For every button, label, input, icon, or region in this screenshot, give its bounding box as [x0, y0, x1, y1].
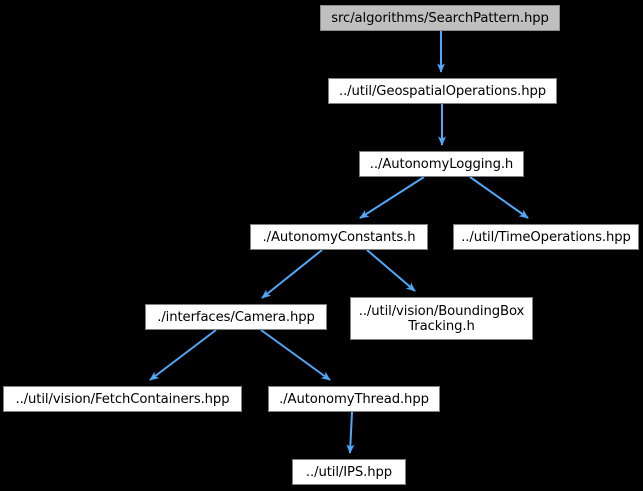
graph-node-autonomy_constants[interactable]: ./AutonomyConstants.h [250, 224, 428, 250]
graph-edge-camera-to-fetch_containers [149, 329, 217, 381]
graph-node-label: ../util/IPS.hpp [305, 464, 393, 480]
graph-edge-autonomy_thread-to-ips [346, 411, 355, 454]
graph-node-label: ../util/vision/FetchContainers.hpp [15, 391, 230, 407]
graph-node-label: ../AutonomyLogging.h [369, 156, 514, 172]
graph-node-autonomy_logging[interactable]: ../AutonomyLogging.h [359, 151, 524, 177]
graph-node-label: ../util/GeospatialOperations.hpp [338, 83, 547, 99]
graph-node-autonomy_thread[interactable]: ./AutonomyThread.hpp [268, 386, 440, 412]
graph-node-geospatial_operations[interactable]: ../util/GeospatialOperations.hpp [328, 78, 557, 104]
graph-edge-autonomy_constants-to-camera [261, 249, 323, 299]
graph-node-search_pattern[interactable]: src/algorithms/SearchPattern.hpp [320, 5, 560, 31]
graph-node-bounding_box_tracking[interactable]: ../util/vision/BoundingBox Tracking.h [350, 297, 533, 340]
graph-node-label: ../util/TimeOperations.hpp [461, 229, 631, 245]
graph-node-camera[interactable]: ./interfaces/Camera.hpp [145, 304, 327, 330]
graph-edge-autonomy_logging-to-autonomy_constants [359, 176, 425, 219]
graph-node-label: ./AutonomyThread.hpp [279, 391, 429, 407]
graph-node-label: src/algorithms/SearchPattern.hpp [331, 10, 549, 26]
graph-edge-autonomy_constants-to-bounding_box_tracking [366, 249, 416, 292]
graph-node-ips[interactable]: ../util/IPS.hpp [292, 459, 406, 485]
graph-node-label: ./AutonomyConstants.h [262, 229, 416, 245]
graph-node-label: ./interfaces/Camera.hpp [157, 309, 315, 325]
graph-node-label: ../util/vision/BoundingBox Tracking.h [358, 303, 525, 334]
graph-node-fetch_containers[interactable]: ../util/vision/FetchContainers.hpp [3, 386, 242, 412]
graph-edge-camera-to-autonomy_thread [260, 329, 331, 381]
graph-node-time_operations[interactable]: ../util/TimeOperations.hpp [453, 224, 639, 250]
graph-edge-autonomy_logging-to-time_operations [469, 176, 529, 219]
